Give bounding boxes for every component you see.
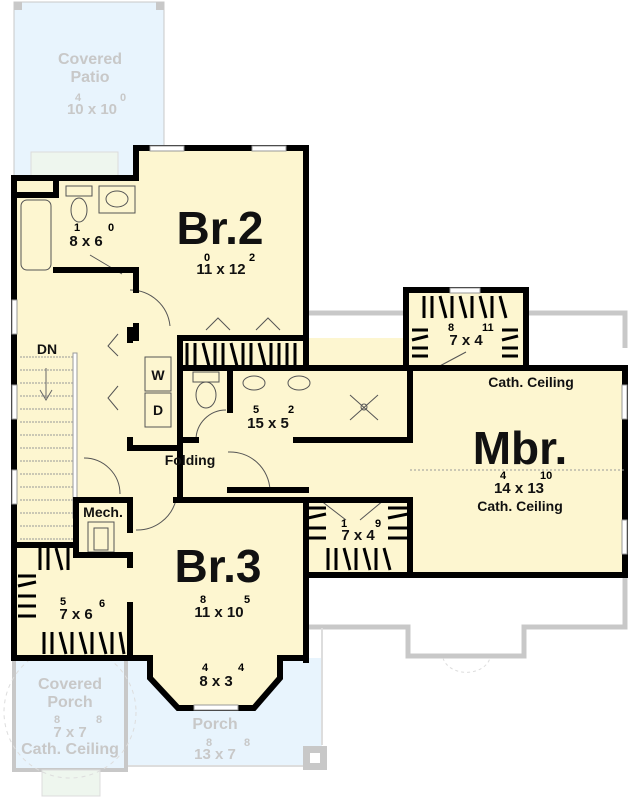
folding-label: Folding: [164, 452, 216, 468]
covered-porch-d-in: 8: [96, 714, 103, 726]
br2-title: Br.2: [176, 202, 264, 254]
closet-hangers: [17, 295, 519, 655]
dryer-label: D: [152, 402, 164, 418]
windows: [11, 145, 628, 711]
mbr-closet-top-d-in: 11: [482, 322, 494, 334]
mbr-ceiling-note: Cath. Ceiling: [477, 498, 563, 514]
br3-bay-d-in: 4: [238, 662, 245, 674]
bath2-dims: 8 x 6: [69, 233, 103, 250]
mbr-title: Mbr.: [472, 422, 568, 474]
mbr-closet-bottom-w-in: 1: [341, 518, 348, 530]
covered-patio-w-in: 4: [75, 92, 82, 104]
mbr-w-in: 4: [500, 470, 507, 482]
mbr-closet-top-dims: 7 x 4: [449, 332, 483, 349]
br2-dims: 11 x 12: [196, 261, 246, 278]
porch-w-in: 8: [206, 737, 213, 749]
covered-patio-d-in: 0: [120, 92, 127, 104]
br3-title: Br.3: [174, 540, 262, 592]
mbr-closet-top-w-in: 8: [448, 322, 455, 334]
mbr-d-in: 10: [540, 470, 553, 482]
covered-porch-w-in: 8: [54, 714, 61, 726]
br3-bay-w-in: 4: [202, 662, 209, 674]
br3-dims: 11 x 10: [194, 604, 244, 621]
covered-porch-ceiling-note: Cath. Ceiling: [21, 741, 119, 758]
br3-closet-w-in: 5: [60, 596, 67, 608]
master-bath-w-in: 5: [253, 404, 260, 416]
br3-closet-d-in: 6: [99, 598, 106, 610]
washer-label: W: [151, 367, 165, 383]
master-bath-dims: 15 x 5: [247, 415, 289, 432]
stairs-down-label: DN: [36, 341, 58, 357]
br3-d-in: 5: [244, 594, 251, 606]
br2-w-in: 0: [204, 252, 211, 264]
mech-label: Mech.: [83, 504, 123, 520]
br3-w-in: 8: [200, 594, 207, 606]
bath2-w-in: 1: [74, 222, 81, 234]
br2-d-in: 2: [249, 252, 256, 264]
mbr-closet-bottom-d-in: 9: [375, 518, 382, 530]
covered-patio-dims: 10 x 10: [66, 101, 118, 118]
porch-label: Porch: [192, 716, 238, 733]
master-bath-d-in: 2: [288, 404, 295, 416]
walls: [11, 145, 628, 711]
mbr-dims: 14 x 13: [493, 480, 545, 497]
mbr-closet-ceiling-note: Cath. Ceiling: [488, 374, 574, 390]
porch-dims: 13 x 7: [194, 746, 236, 763]
covered-porch-dims: 7 x 7: [53, 724, 87, 741]
covered-porch-area: [3, 645, 137, 797]
covered-patio-area: [13, 1, 165, 179]
mbr-closet-bottom-dims: 7 x 4: [341, 527, 375, 544]
porch-d-in: 8: [244, 737, 251, 749]
bath2-d-in: 0: [108, 222, 115, 234]
br3-closet-dims: 7 x 6: [59, 606, 93, 623]
br3-bay-dims: 8 x 3: [199, 673, 233, 690]
